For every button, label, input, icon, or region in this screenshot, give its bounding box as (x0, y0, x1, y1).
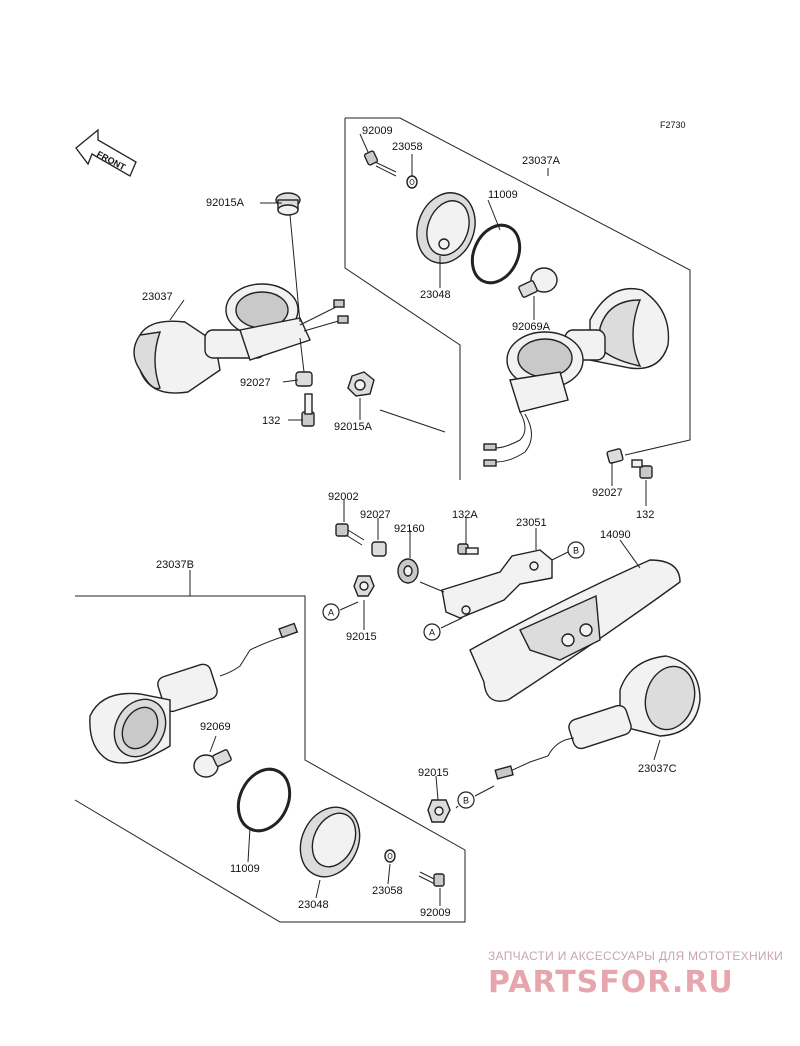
label-92027-left: 92027 (240, 377, 271, 389)
label-132-left: 132 (262, 415, 280, 427)
screw-92009-lower (418, 871, 445, 887)
label-92160: 92160 (394, 523, 425, 535)
spacer-92027-left (295, 371, 313, 387)
bolt-132-left (301, 393, 315, 427)
label-92027-right: 92027 (592, 487, 623, 499)
bracket-23051 (419, 549, 553, 619)
leader-lines (169, 133, 661, 906)
label-23037c: 23037C (638, 763, 677, 775)
label-23037a: 23037A (522, 155, 561, 167)
label-92069a: 92069A (512, 321, 551, 333)
bolt-132a (457, 543, 479, 555)
screw-92009-upper (363, 150, 397, 177)
group-outline-23037a (344, 117, 691, 480)
label-92015a-upper: 92015A (206, 197, 245, 209)
callout-a-lower-label: A (429, 628, 435, 638)
group-outline-23037b (74, 595, 466, 923)
gasket-11009-lower (236, 767, 292, 833)
gasket-11009-upper (470, 223, 522, 285)
lens-23048-lower (299, 806, 361, 878)
bulb-92069 (193, 749, 232, 778)
collar-92027-middle (371, 541, 387, 557)
callout-a-lower: A (423, 617, 463, 641)
callout-b-upper: B (551, 541, 585, 561)
label-92015-middle: 92015 (346, 631, 377, 643)
watermark-tagline: ЗАПЧАСТИ И АКСЕССУАРЫ ДЛЯ МОТОТЕХНИКИ (488, 949, 783, 963)
bolt-132-right (631, 459, 653, 479)
washer-23058-lower (384, 849, 396, 863)
label-23048-lower: 23048 (298, 899, 329, 911)
turn-signal-23037a (483, 288, 670, 467)
label-23037b: 23037B (156, 559, 194, 571)
bolt-92002 (335, 523, 365, 546)
lens-23048-upper (416, 192, 476, 264)
nut-92015-middle (353, 575, 375, 597)
callout-b-upper-label: B (573, 546, 579, 556)
nut-92015-lower (427, 799, 451, 823)
callout-b-lower: B (455, 785, 495, 809)
label-23048-upper: 23048 (420, 289, 451, 301)
watermark-brand: PARTSFOR.RU (488, 965, 734, 1000)
label-23037: 23037 (142, 291, 173, 303)
callout-b-lower-label: B (463, 796, 469, 806)
fender-14090 (469, 559, 681, 702)
label-92069: 92069 (200, 721, 231, 733)
nut-92015a-lower (347, 371, 375, 397)
label-132-right: 132 (636, 509, 654, 521)
callout-a-upper-label: A (328, 608, 334, 618)
label-92015-lower: 92015 (418, 767, 449, 779)
bulb-92069a (518, 267, 558, 298)
label-92009-lower: 92009 (420, 907, 451, 919)
callout-a-upper: A (322, 601, 359, 621)
grommet-92015a-upper (275, 192, 301, 216)
label-92002: 92002 (328, 491, 359, 503)
washer-23058-upper (406, 175, 418, 189)
label-23058-upper: 23058 (392, 141, 423, 153)
grommet-92160 (397, 558, 419, 584)
label-132a: 132A (452, 509, 478, 521)
label-92027-middle: 92027 (360, 509, 391, 521)
turn-signal-23037 (133, 214, 349, 394)
turn-signal-23037b (89, 622, 299, 764)
figure-code: F2730 (660, 120, 686, 130)
watermark: ЗАПЧАСТИ И АКСЕССУАРЫ ДЛЯ МОТОТЕХНИКИ PA… (488, 949, 783, 1000)
turn-signal-23037c (494, 655, 701, 780)
label-92015a-lower: 92015A (334, 421, 373, 433)
label-11009-lower: 11009 (230, 863, 260, 875)
label-92009-upper: 92009 (362, 125, 393, 137)
label-23058-lower: 23058 (372, 885, 403, 897)
front-arrow-icon: FRONT (75, 128, 137, 177)
label-14090: 14090 (600, 529, 631, 541)
spacer-92027-right (606, 448, 624, 464)
label-23051: 23051 (516, 517, 547, 529)
label-11009-upper: 11009 (488, 189, 518, 201)
